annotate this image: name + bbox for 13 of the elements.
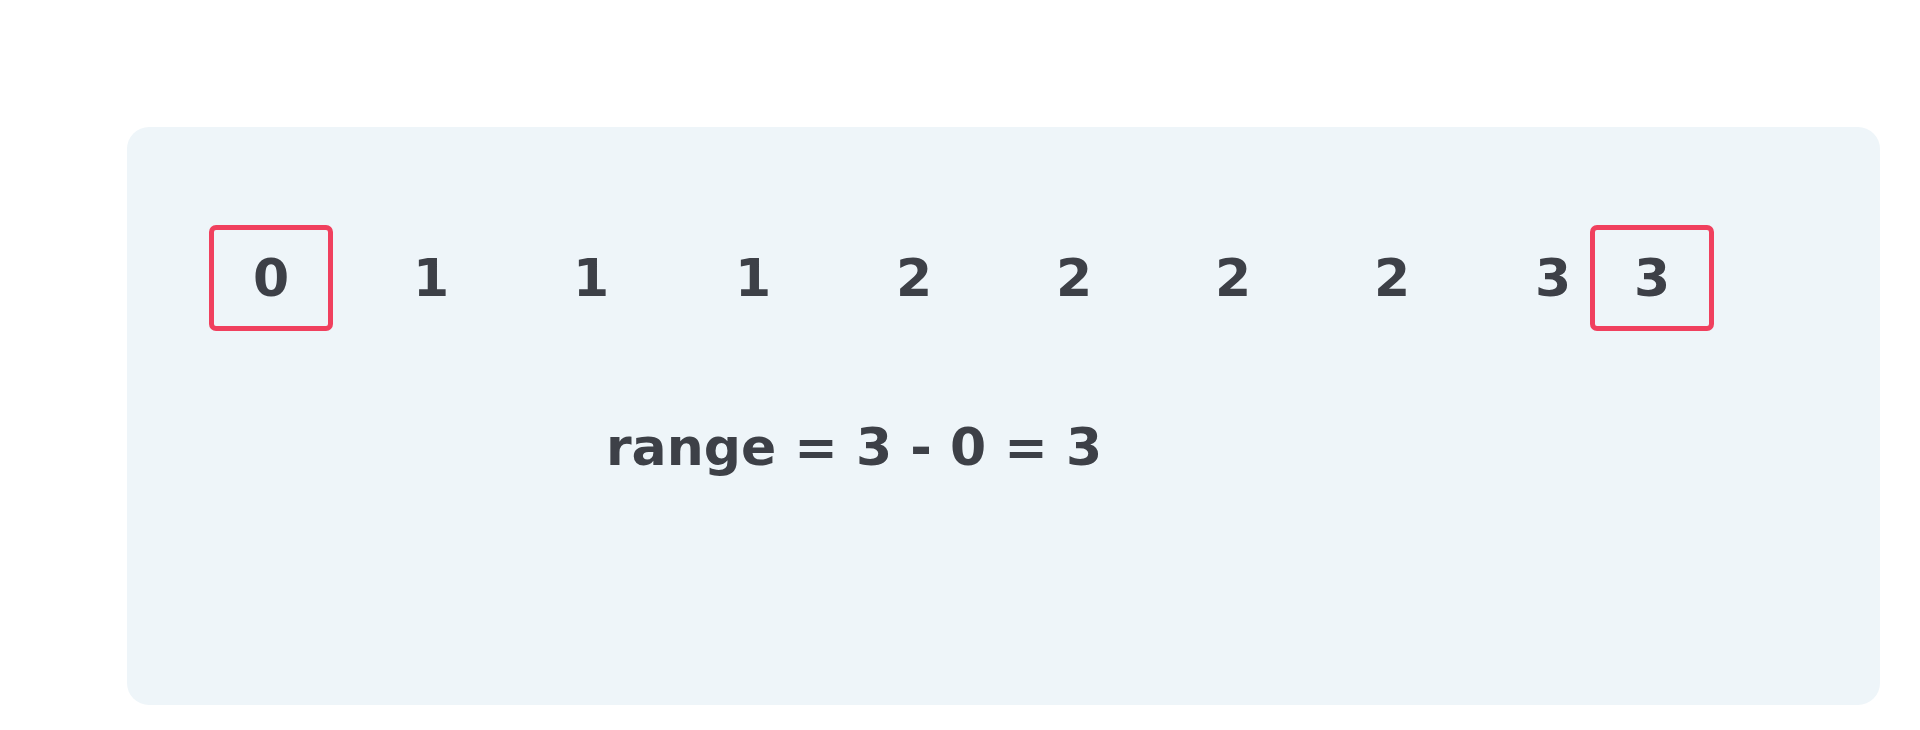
number: 0 bbox=[252, 252, 290, 304]
number: 2 bbox=[1214, 252, 1252, 304]
highlight-box bbox=[1590, 225, 1714, 331]
panel-background bbox=[127, 127, 1880, 705]
number: 2 bbox=[1055, 252, 1093, 304]
number: 2 bbox=[1373, 252, 1411, 304]
number: 1 bbox=[734, 252, 772, 304]
number: 3 bbox=[1534, 252, 1572, 304]
number: 3 bbox=[1633, 252, 1671, 304]
highlight-box bbox=[209, 225, 333, 331]
number: 1 bbox=[572, 252, 610, 304]
number: 2 bbox=[895, 252, 933, 304]
number: 1 bbox=[412, 252, 450, 304]
